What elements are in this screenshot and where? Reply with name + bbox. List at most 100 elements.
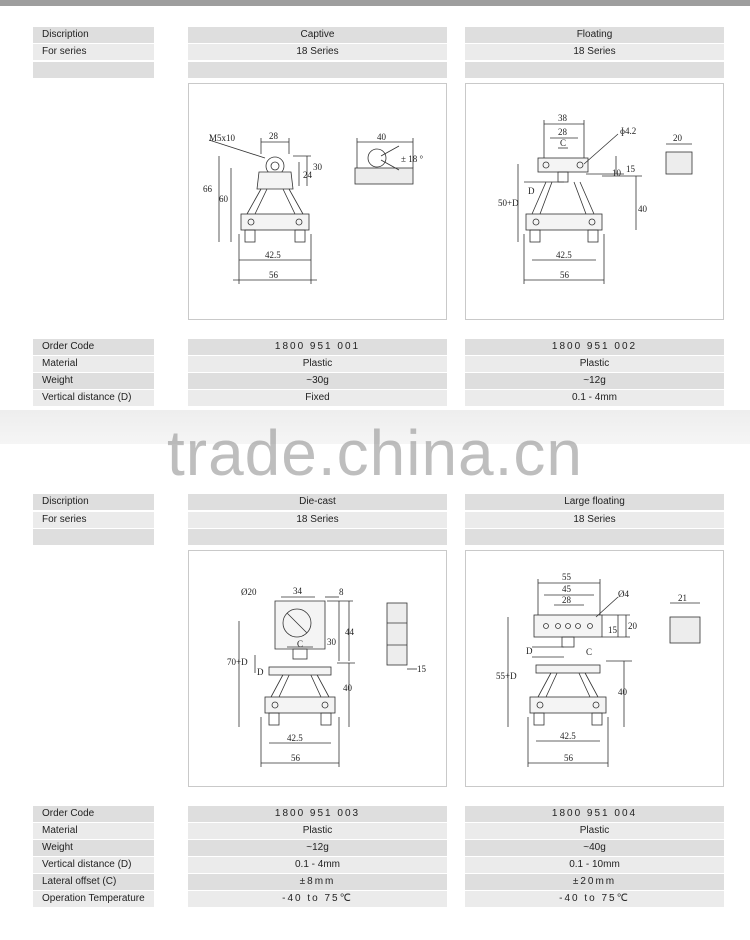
drawing-captive: M5x10 28 30 24 66 60 42.5 56 40 ± 18 °: [188, 83, 447, 320]
lateral-offset-value: ±20mm: [465, 874, 724, 890]
dim-label: 42.5: [556, 250, 572, 260]
weight-value: ~30g: [188, 373, 447, 389]
material-value: Plastic: [188, 356, 447, 372]
dim-label: 45: [562, 584, 572, 594]
dim-label: 56: [291, 753, 301, 763]
dim-label: 40: [377, 132, 387, 142]
order-code-value: 1800 951 003: [188, 806, 447, 822]
dim-label: 70+D: [227, 657, 248, 667]
dim-label: C: [586, 647, 592, 657]
dim-label: 56: [560, 270, 570, 280]
blank-row: [465, 62, 724, 78]
product-name-large-floating: Large floating: [465, 494, 724, 510]
dim-label: 56: [564, 753, 574, 763]
dim-label: 66: [203, 184, 213, 194]
dim-label: 30: [327, 637, 337, 647]
dim-label: 10: [612, 168, 622, 178]
top-border-bar: [0, 0, 750, 6]
dim-label: D: [526, 646, 533, 656]
dim-label: D: [528, 186, 535, 196]
product-name-captive: Captive: [188, 27, 447, 43]
material-value: Plastic: [465, 823, 724, 839]
operation-temperature-value: -40 to 75℃: [188, 891, 447, 907]
order-code-value: 1800 951 001: [188, 339, 447, 355]
order-code-label: Order Code: [33, 339, 154, 355]
dim-label: 60: [219, 194, 229, 204]
weight-label: Weight: [33, 373, 154, 389]
dim-label: ɸ4.2: [620, 126, 636, 136]
lateral-offset-value: ±8mm: [188, 874, 447, 890]
for-series-label: For series: [33, 44, 154, 60]
dim-label: 21: [678, 593, 687, 603]
technical-drawing-captive: M5x10 28 30 24 66 60 42.5 56 40 ± 18 °: [203, 131, 423, 284]
operation-temperature-value: -40 to 75℃: [465, 891, 724, 907]
blank-row: [33, 529, 154, 545]
dim-label: Ø20: [241, 587, 257, 597]
dim-label: 28: [558, 127, 568, 137]
dim-label: 15: [417, 664, 427, 674]
vertical-distance-value: 0.1 - 10mm: [465, 857, 724, 873]
dim-label: 56: [269, 270, 279, 280]
weight-label: Weight: [33, 840, 154, 856]
order-code-value: 1800 951 002: [465, 339, 724, 355]
dim-label: 44: [345, 627, 355, 637]
dim-label: Ø4: [618, 589, 629, 599]
dim-label: D: [257, 667, 264, 677]
lateral-offset-label: Lateral offset (C): [33, 874, 154, 890]
dim-label: 55+D: [496, 671, 517, 681]
material-label: Material: [33, 823, 154, 839]
blank-row: [465, 529, 724, 545]
vertical-distance-label: Vertical distance (D): [33, 390, 154, 406]
dim-label: 24: [303, 170, 313, 180]
product-name-floating: Floating: [465, 27, 724, 43]
vertical-distance-value: 0.1 - 4mm: [188, 857, 447, 873]
technical-drawing-floating: 38 28 C ɸ4.2 10 15 D 50+D 40 42.5 56 20: [498, 113, 693, 284]
blank-row: [188, 62, 447, 78]
dim-label: 40: [618, 687, 628, 697]
weight-value: ~12g: [465, 373, 724, 389]
dim-label: 40: [343, 683, 353, 693]
product-series: 18 Series: [188, 512, 447, 528]
product-series: 18 Series: [188, 44, 447, 60]
dim-label: 42.5: [265, 250, 281, 260]
dim-label: 50+D: [498, 198, 519, 208]
discription-label: Discription: [33, 27, 154, 43]
dim-label: 40: [638, 204, 648, 214]
technical-drawing-die-cast: Ø20 34 8 44 30 C 70+D D 40 42.5 56 15: [227, 586, 427, 767]
material-value: Plastic: [465, 356, 724, 372]
dim-label: 55: [562, 572, 572, 582]
weight-value: ~40g: [465, 840, 724, 856]
dim-label: 15: [626, 164, 636, 174]
dim-label: 20: [628, 621, 638, 631]
dim-label: 28: [562, 595, 572, 605]
order-code-label: Order Code: [33, 806, 154, 822]
dim-label: 28: [269, 131, 279, 141]
material-label: Material: [33, 356, 154, 372]
weight-value: ~12g: [188, 840, 447, 856]
dim-label: M5x10: [209, 133, 236, 143]
technical-drawing-large-floating: 55 45 28 Ø4 15 20 D C 55+D 40 42.5 56 21: [496, 572, 701, 767]
product-series: 18 Series: [465, 512, 724, 528]
operation-temperature-label: Operation Temperature: [33, 891, 154, 907]
order-code-value: 1800 951 004: [465, 806, 724, 822]
dim-label: 20: [673, 133, 683, 143]
material-value: Plastic: [188, 823, 447, 839]
dim-label: 30: [313, 162, 323, 172]
blurred-band: [0, 410, 750, 444]
dim-label: C: [560, 138, 566, 148]
dim-label: 8: [339, 587, 344, 597]
dim-label: 38: [558, 113, 568, 123]
for-series-label: For series: [33, 512, 154, 528]
watermark-text: trade.china.cn: [166, 417, 584, 489]
drawing-floating: 38 28 C ɸ4.2 10 15 D 50+D 40 42.5 56 20: [465, 83, 724, 320]
dim-label: 42.5: [560, 731, 576, 741]
discription-label: Discription: [33, 494, 154, 510]
product-series: 18 Series: [465, 44, 724, 60]
vertical-distance-value: Fixed: [188, 390, 447, 406]
blank-row: [33, 62, 154, 78]
dim-label: 42.5: [287, 733, 303, 743]
dim-label: ± 18 °: [401, 154, 423, 164]
vertical-distance-label: Vertical distance (D): [33, 857, 154, 873]
dim-label: C: [297, 639, 303, 649]
dim-label: 34: [293, 586, 303, 596]
